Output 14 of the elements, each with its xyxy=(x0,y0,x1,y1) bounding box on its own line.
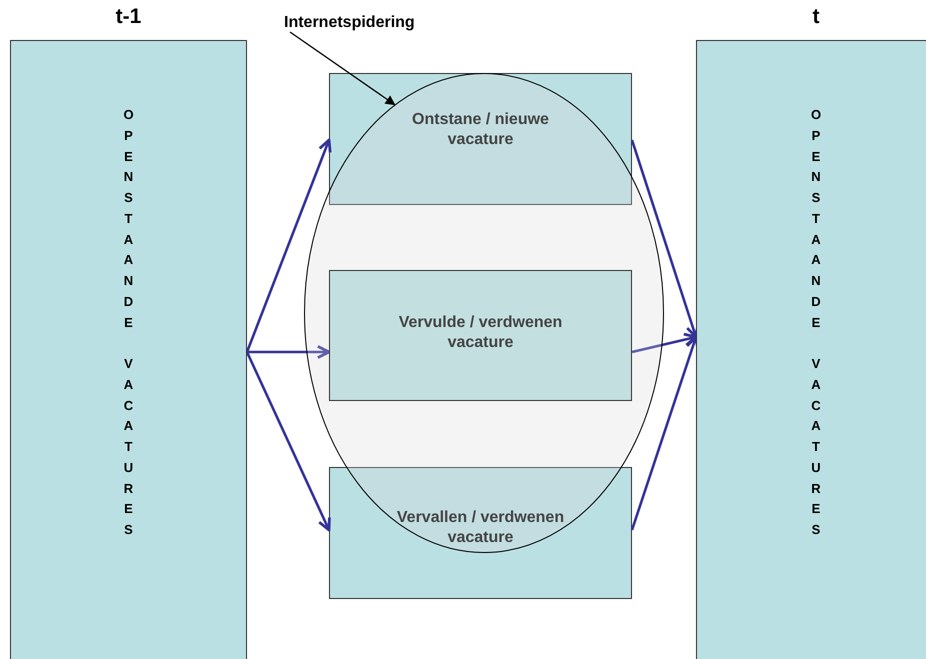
arrow xyxy=(246,351,331,532)
process-box xyxy=(329,270,632,401)
arrow xyxy=(247,345,330,359)
vertical-label: OPENSTAANDE VACATURES xyxy=(810,106,822,539)
column-heading: t xyxy=(812,5,820,29)
annotation-text: Internetspidering xyxy=(284,14,446,36)
column-heading: t-1 xyxy=(114,5,142,29)
vertical-label: OPENSTAANDE VACATURES xyxy=(122,106,135,539)
process-box xyxy=(329,467,632,599)
box-label: Vervulde / verdwenen vacature xyxy=(398,313,564,353)
arrow xyxy=(246,138,332,352)
leader-line xyxy=(290,31,396,106)
box-label: Ontstane / nieuwe vacature xyxy=(411,110,550,150)
box-label: Vervallen / verdwenen vacature xyxy=(396,508,566,548)
